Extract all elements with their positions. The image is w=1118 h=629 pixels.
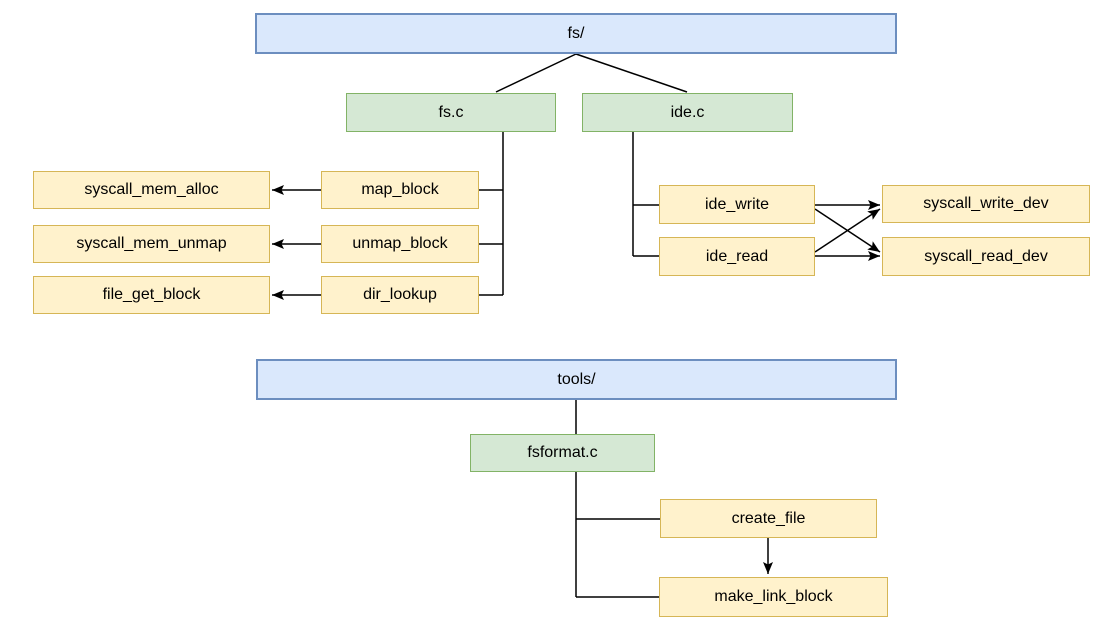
node-syscall-mem-unmap: syscall_mem_unmap [33,225,270,263]
node-label-dir-lookup: dir_lookup [363,286,437,303]
edge-ideread-to-writedev [814,208,881,253]
node-label-syscall-mem-unmap: syscall_mem_unmap [76,235,227,252]
node-label-ide-read: ide_read [705,247,769,265]
node-label-unmap-block: unmap_block [352,235,448,252]
node-fs-dir: fs/ [255,13,897,54]
node-ide-c: ide.c [582,93,793,132]
node-fsformat-c: fsformat.c [470,434,655,472]
node-fs-c: fs.c [346,93,556,132]
edge-fs-to-fsc [495,53,577,93]
node-label-tools-dir: tools/ [557,370,596,388]
node-syscall-write-dev: syscall_write_dev [882,185,1090,223]
node-file-get-block: file_get_block [33,276,270,314]
node-syscall-mem-alloc: syscall_mem_alloc [33,171,270,209]
node-dir-lookup: dir_lookup [321,276,479,314]
node-label-fsformat-c: fsformat.c [527,444,598,461]
node-create-file: create_file [660,499,877,538]
node-label-ide-write: ide_write [704,195,770,213]
edge-idewrite-to-readdev [814,208,881,253]
node-label-syscall-read-dev: syscall_read_dev [924,247,1048,265]
node-unmap-block: unmap_block [321,225,479,263]
node-ide-read: ide_read [659,237,815,276]
node-label-create-file: create_file [731,509,806,527]
node-label-ide-c: ide.c [670,103,705,121]
node-ide-write: ide_write [659,185,815,224]
node-syscall-read-dev: syscall_read_dev [882,237,1090,276]
node-label-fs-dir: fs/ [567,24,585,42]
node-label-syscall-write-dev: syscall_write_dev [923,195,1049,212]
node-label-make-link-block: make_link_block [714,588,833,605]
node-tools-dir: tools/ [256,359,897,400]
node-make-link-block: make_link_block [659,577,888,617]
node-label-fs-c: fs.c [438,103,464,121]
edge-fs-to-idec [575,53,688,93]
node-map-block: map_block [321,171,479,209]
node-label-syscall-mem-alloc: syscall_mem_alloc [84,181,219,198]
node-label-map-block: map_block [361,181,439,198]
node-label-file-get-block: file_get_block [102,286,201,303]
